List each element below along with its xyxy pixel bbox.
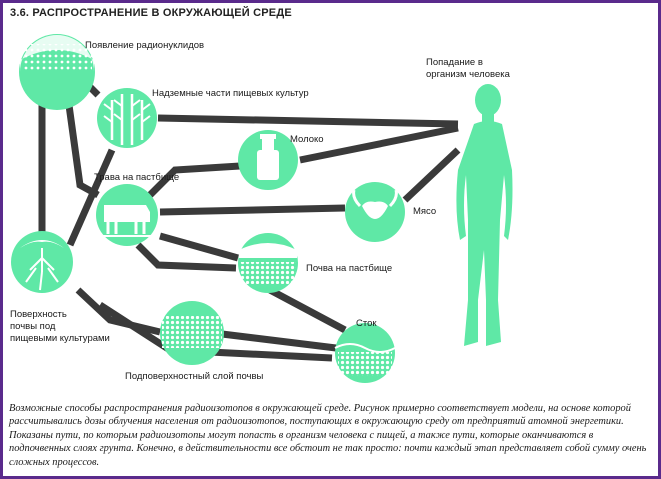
path-grass-to-milk xyxy=(147,162,241,198)
node-milk-circle xyxy=(238,130,298,190)
label-human-line1: Попадание в xyxy=(426,57,483,68)
label-radionuclides: Появление радионуклидов xyxy=(85,40,205,51)
path-subsoil-to-runoff xyxy=(221,330,337,352)
node-grass-circle xyxy=(96,184,158,246)
label-milk: Молоко xyxy=(290,134,324,145)
path-grass-to-soil-pasture xyxy=(135,242,237,272)
label-human-line2: организм человека xyxy=(426,69,510,80)
path-soil-pasture-to-grass xyxy=(159,232,239,262)
label-soil-pasture: Почва на пастбище xyxy=(306,263,393,274)
label-soil-surface-line1: Поверхность xyxy=(10,309,67,320)
label-meat: Мясо xyxy=(413,206,437,217)
label-soil-surface-line3: пищевыми культурами xyxy=(10,333,110,344)
node-soil-pasture-circle xyxy=(238,233,298,293)
node-soil-surface-circle xyxy=(11,231,73,293)
path-crops-to-human xyxy=(157,114,459,128)
label-grass: Трава на пастбище xyxy=(94,172,180,183)
path-meat-to-human xyxy=(402,147,461,203)
path-milk-to-human xyxy=(299,124,459,164)
path-soil-surface-to-subsoil xyxy=(75,287,161,336)
label-runoff: Сток xyxy=(356,318,377,329)
node-meat-circle xyxy=(345,182,405,242)
label-crops: Надземные части пищевых культур xyxy=(152,88,309,99)
human-silhouette xyxy=(456,84,513,346)
node-crops-circle xyxy=(97,88,157,148)
pathway-diagram xyxy=(11,34,513,383)
path-soil-surface-to-crops xyxy=(66,148,116,247)
figure-caption: Возможные способы распространения радиои… xyxy=(9,403,647,468)
path-grass-to-meat xyxy=(159,204,346,216)
figure-title: 3.6. РАСПРОСТРАНЕНИЕ В ОКРУЖАЮЩЕЙ СРЕДЕ xyxy=(10,7,292,19)
label-soil-surface-line2: почвы под xyxy=(10,321,56,332)
node-radionuclides-circle xyxy=(19,34,95,110)
label-subsoil: Подповерхностный слой почвы xyxy=(125,371,264,382)
node-runoff-circle xyxy=(334,323,396,383)
path-soil-pasture-to-runoff xyxy=(268,286,347,334)
node-subsoil-circle xyxy=(160,301,224,365)
